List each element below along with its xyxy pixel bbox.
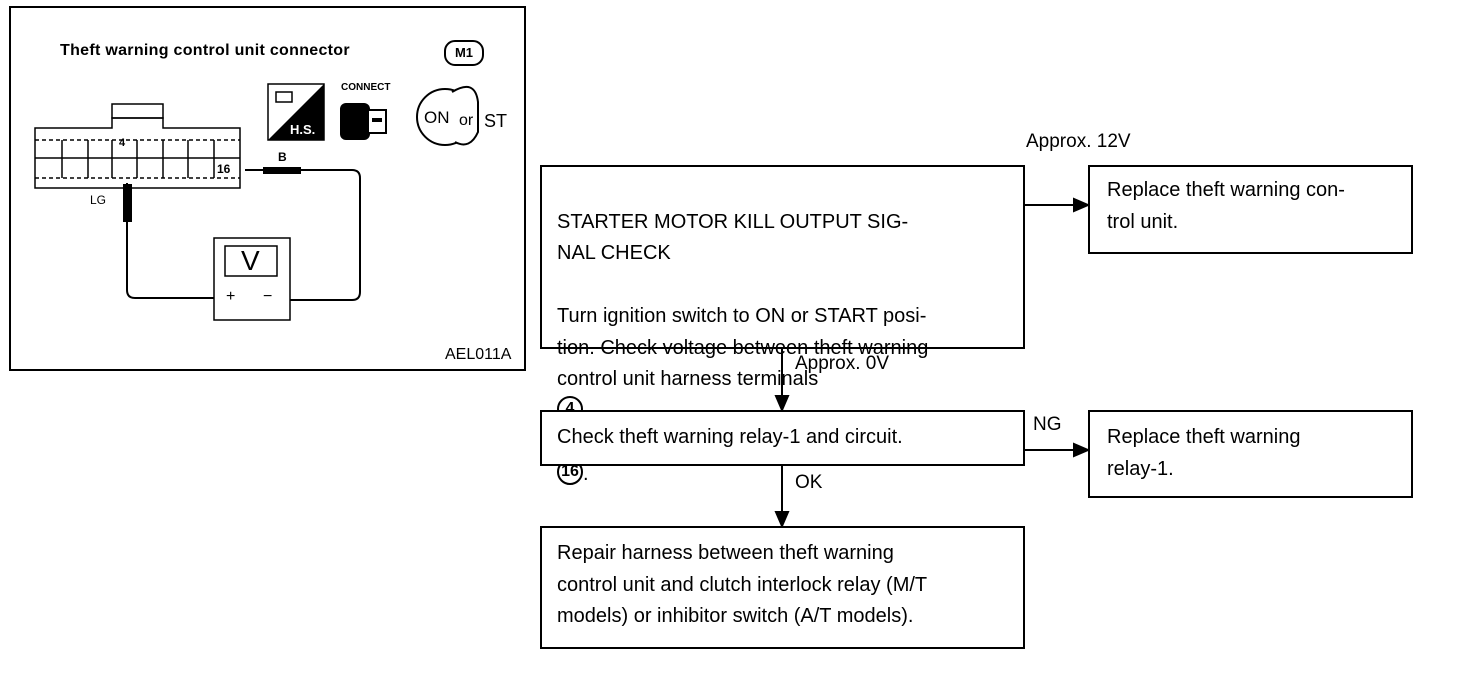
main-check-title: STARTER MOTOR KILL OUTPUT SIG- NAL CHECK	[557, 210, 909, 265]
connector-icon	[340, 103, 387, 140]
replace-unit-text: Replace theft warning con- trol unit.	[1107, 179, 1345, 233]
connect-label: CONNECT	[341, 82, 391, 93]
result-0v-label: Approx. 0V	[795, 353, 889, 374]
repair-harness-box: Repair harness between theft warning con…	[540, 526, 1025, 649]
connector-figure-panel	[9, 6, 526, 371]
result-ng-label: NG	[1033, 414, 1062, 435]
replace-relay-text: Replace theft warning relay-1.	[1107, 426, 1301, 480]
connector-badge: M1	[444, 40, 484, 66]
probe-a	[123, 184, 132, 222]
pin-label-4: 4	[119, 137, 126, 149]
relay-check-text: Check theft warning relay-1 and circuit.	[557, 426, 903, 448]
connector-body	[34, 103, 241, 189]
ignition-on-label: ON	[424, 108, 450, 127]
wire-color-b: B	[278, 150, 287, 164]
connector-badge-label: M1	[454, 45, 474, 60]
meter-leads	[126, 169, 361, 301]
probe-b	[263, 167, 301, 174]
voltmeter-symbol: V	[241, 245, 260, 276]
ignition-st-label: ST	[484, 111, 508, 131]
result-ok-label: OK	[795, 472, 823, 493]
ignition-key-icon	[416, 85, 479, 146]
hs-label: H.S.	[290, 122, 316, 137]
replace-unit-box: Replace theft warning con- trol unit.	[1088, 165, 1413, 254]
main-check-end: .	[583, 462, 589, 485]
result-12v-label: Approx. 12V	[1026, 131, 1131, 152]
pin-label-16: 16	[217, 162, 231, 176]
relay-check-box: Check theft warning relay-1 and circuit.	[540, 410, 1025, 466]
repair-harness-text: Repair harness between theft warning con…	[557, 542, 928, 627]
replace-relay-box: Replace theft warning relay-1.	[1088, 410, 1413, 498]
meter-plus: +	[226, 288, 236, 305]
harness-side-icon	[267, 83, 325, 141]
wire-color-lg: LG	[90, 193, 107, 207]
figure-title: Theft warning control unit connector	[60, 42, 350, 59]
voltmeter	[213, 237, 291, 321]
main-check-body: Turn ignition switch to ON or START posi…	[557, 305, 929, 390]
figure-ref-code: AEL011A	[445, 346, 512, 363]
flow-arrows	[774, 197, 1091, 529]
meter-minus: −	[263, 288, 273, 305]
main-check-box: STARTER MOTOR KILL OUTPUT SIG- NAL CHECK…	[540, 165, 1025, 486]
ignition-or-label: or	[459, 112, 474, 129]
